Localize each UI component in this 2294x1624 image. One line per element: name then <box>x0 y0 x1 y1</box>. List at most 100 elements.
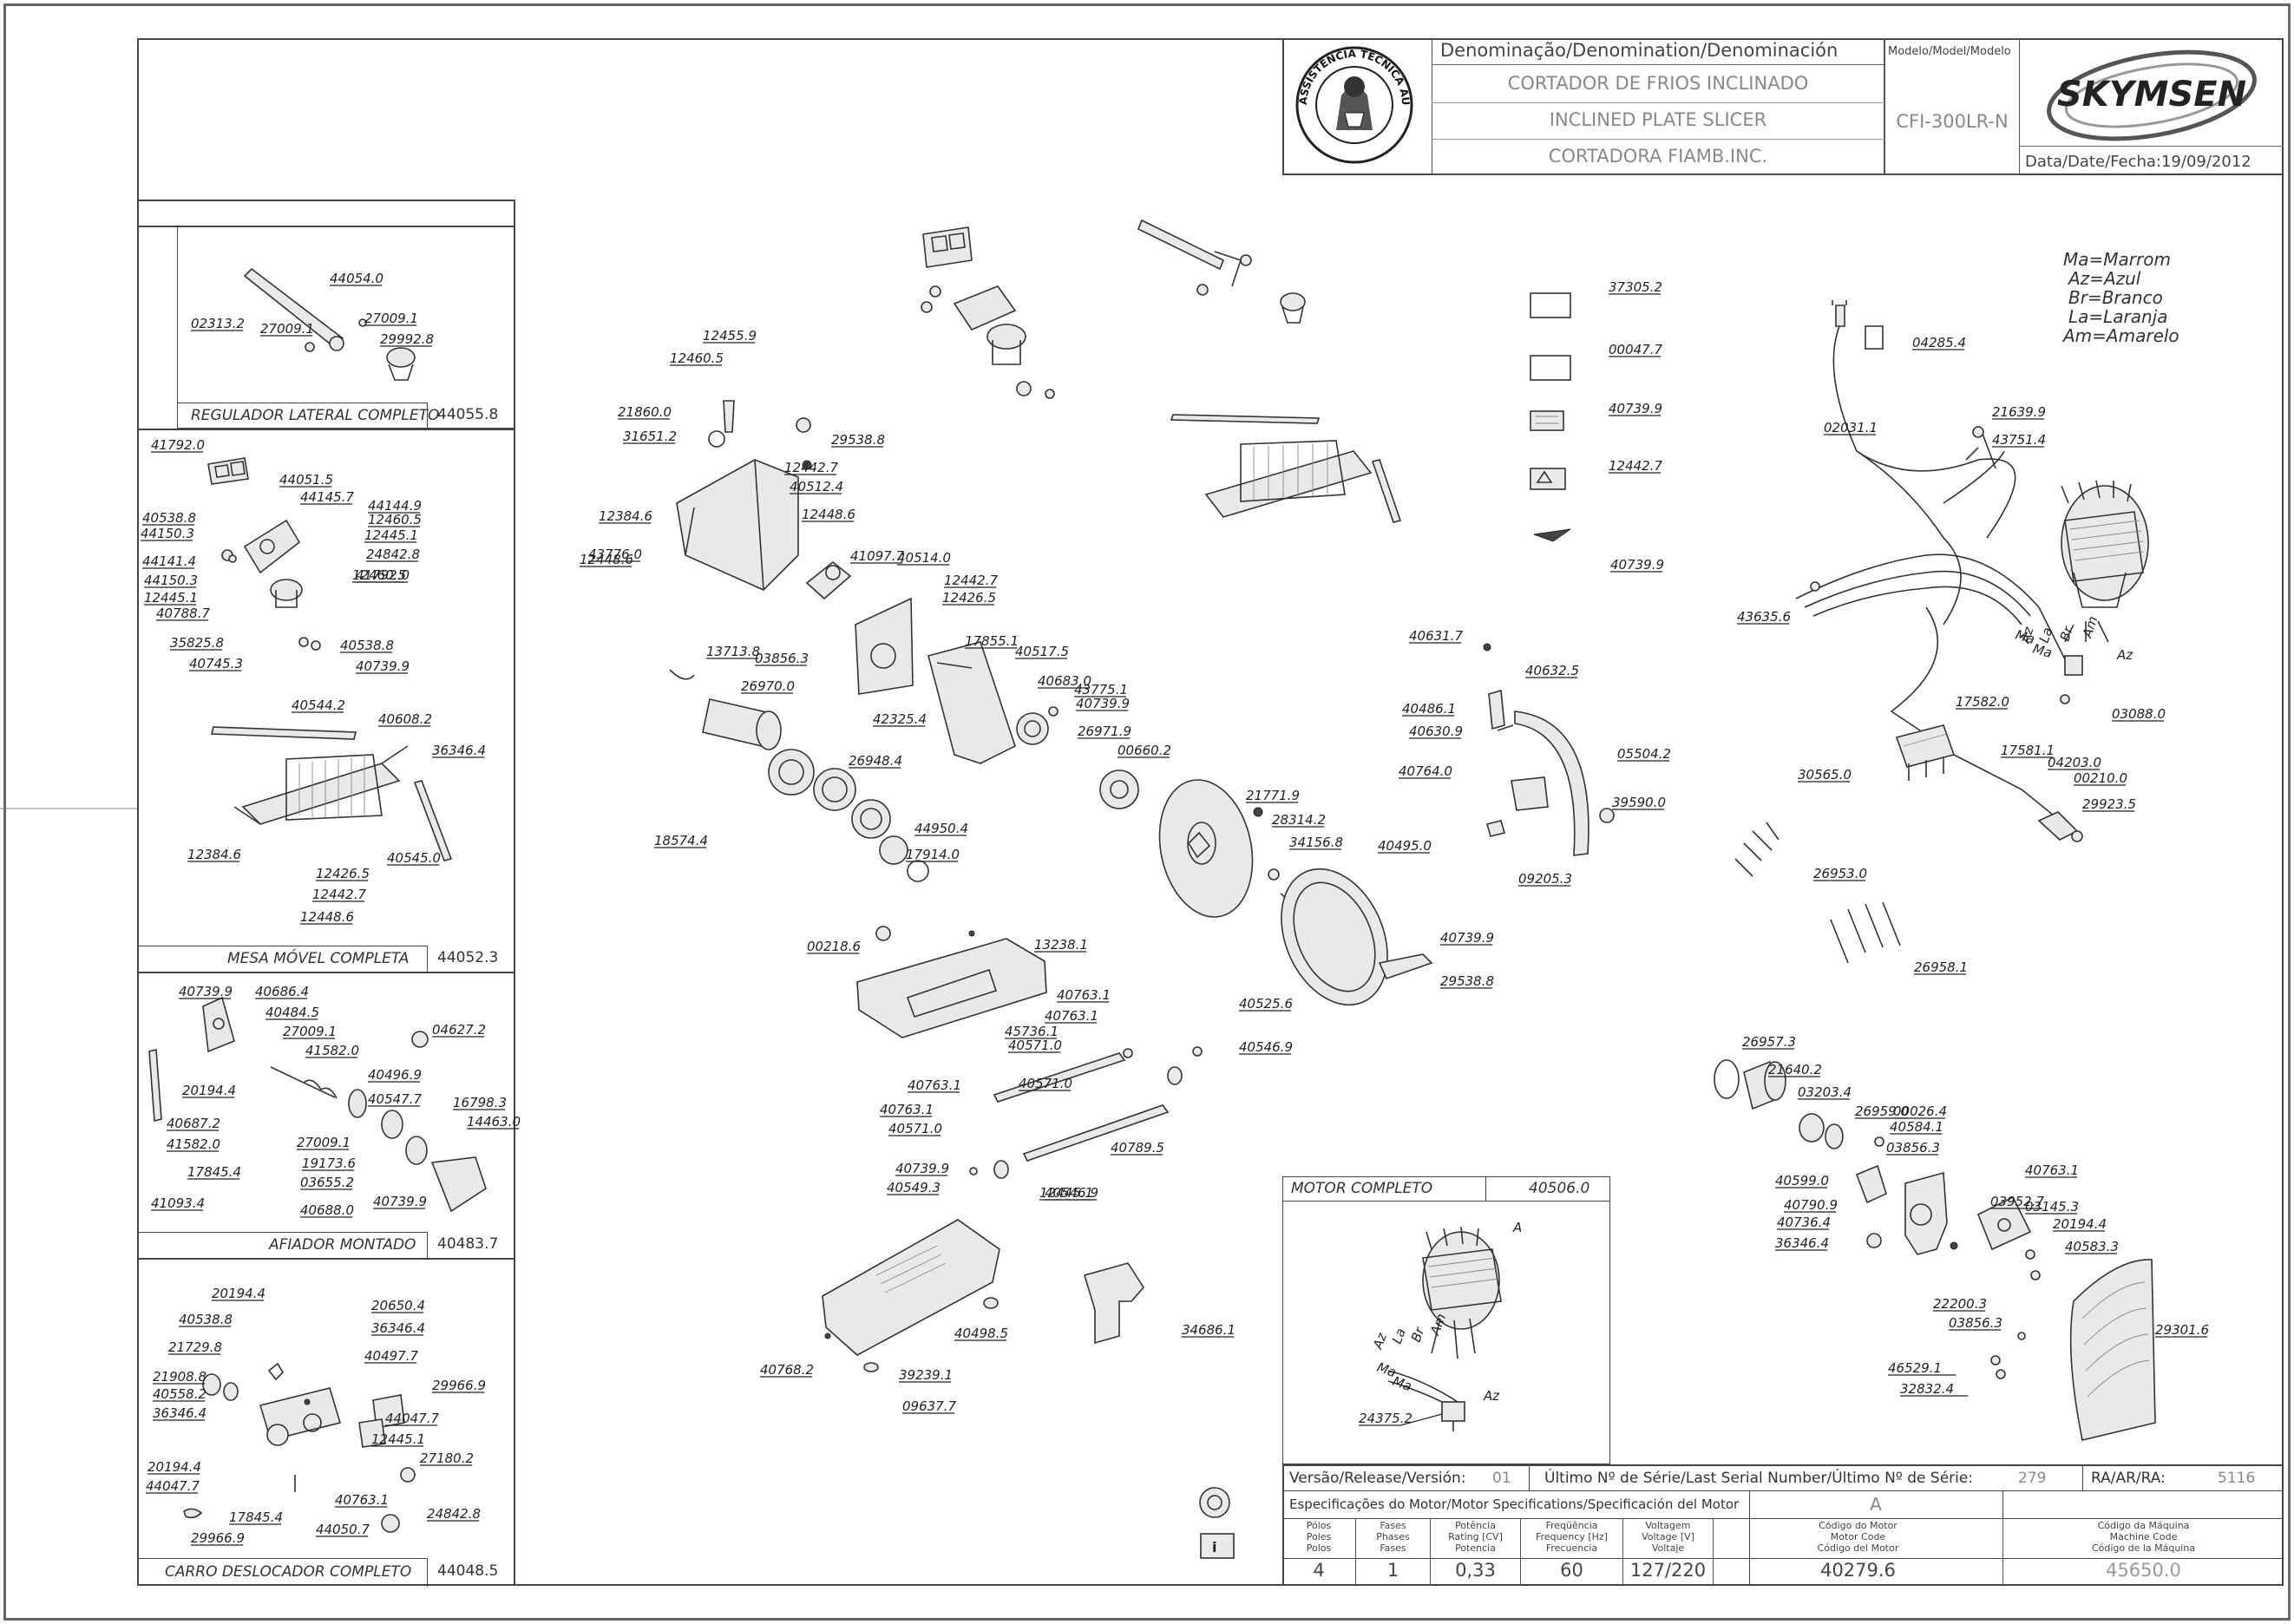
part-number-label: 26971.9 <box>1078 724 1131 739</box>
part-number-label: 00218.6 <box>807 939 861 954</box>
part-number-label: 12442.7 <box>784 460 838 475</box>
part-number-label: 44950.4 <box>914 821 968 836</box>
part-number-label: 40764.0 <box>1399 763 1452 779</box>
part-number-label: 40549.3 <box>887 1180 941 1195</box>
part-number-label: 39239.1 <box>899 1367 953 1383</box>
spec-column-value: 127/220 <box>1629 1560 1707 1581</box>
part-number-label: 40686.4 <box>255 984 309 999</box>
part-number-label: 40763.1 <box>335 1492 389 1508</box>
part-number-label: 40484.5 <box>265 1005 319 1020</box>
part-number-label: 40736.4 <box>1777 1215 1831 1230</box>
part-number-label: 17845.4 <box>229 1509 283 1525</box>
part-number-label: 12384.6 <box>599 508 652 524</box>
carriage-drawing <box>183 1362 416 1533</box>
spec-column-caption: Código de la Máquina <box>2091 1542 2196 1554</box>
part-number-label: 40538.8 <box>340 638 394 653</box>
part-number-label: 36346.4 <box>432 743 486 758</box>
spec-column-value: 45650.0 <box>2106 1560 2181 1581</box>
part-number-label: 04285.4 <box>1912 335 1966 350</box>
part-number-label: 13713.8 <box>706 644 760 659</box>
motor-spec-point: A <box>1870 1494 1882 1515</box>
model-value: CFI-300LR-N <box>1896 111 2009 132</box>
wire-color-label: Az <box>2116 647 2133 663</box>
part-number-label: 40545.0 <box>387 850 441 866</box>
part-number-label: 29538.8 <box>1440 973 1494 989</box>
outer-border <box>3 3 2291 1621</box>
caption-carro: CARRO DESLOCADOR COMPLETO <box>137 1558 428 1587</box>
part-number-label: 40631.7 <box>1409 628 1463 644</box>
part-number-label: 12426.5 <box>316 866 370 881</box>
part-number-label: 09637.7 <box>902 1398 956 1414</box>
main-motor-drawing <box>2061 480 2149 608</box>
part-number-label: 19173.6 <box>302 1156 356 1171</box>
housing-drawing <box>676 400 812 591</box>
part-number-label: 40571.0 <box>1019 1076 1072 1091</box>
part-number-label: 27009.1 <box>364 311 418 326</box>
electrical-drawing <box>1734 300 2149 964</box>
part-number-label: 44050.7 <box>316 1522 370 1537</box>
part-number-label: 40558.2 <box>153 1386 206 1402</box>
part-number-label: 44047.7 <box>385 1411 439 1426</box>
part-number-label: 31651.2 <box>623 429 677 444</box>
wire-color-label: Az <box>2016 624 2036 645</box>
part-number-label: 43776.0 <box>588 547 642 562</box>
part-number-label: 12455.9 <box>703 328 757 344</box>
name-es: CORTADORA FIAMB.INC. <box>1548 146 1768 167</box>
part-number-label: 43635.6 <box>1737 609 1791 625</box>
part-number-label: 12448.6 <box>300 909 354 925</box>
part-number-label: 12445.1 <box>1039 1185 1093 1201</box>
part-number-label: 20194.4 <box>2053 1216 2107 1232</box>
part-number-label: 16798.3 <box>453 1095 507 1110</box>
part-number-label: 40788.7 <box>156 606 210 621</box>
part-number-label: 40512.4 <box>790 479 843 494</box>
part-number-label: 12426.5 <box>942 590 996 606</box>
part-number-label: 26948.4 <box>849 753 902 769</box>
motor-box <box>1282 1176 1610 1464</box>
ra-value: 5116 <box>2218 1470 2256 1487</box>
part-number-label: 40599.0 <box>1775 1173 1829 1189</box>
spec-column-caption: Potência <box>1455 1520 1496 1531</box>
part-number-label: 09205.3 <box>1518 871 1572 887</box>
code-afiador: 40483.7 <box>437 1235 499 1253</box>
part-number-label: 41792.0 <box>151 437 205 453</box>
part-number-label: 05504.2 <box>1617 746 1671 762</box>
wire-color-label: Am <box>2079 614 2101 640</box>
date-label: Data/Date/Fecha:19/09/2012 <box>2025 153 2251 171</box>
caption-mesa: MESA MÓVEL COMPLETA <box>137 946 428 972</box>
part-number-label: 40525.6 <box>1239 996 1293 1012</box>
part-number-label: 03145.3 <box>2025 1199 2079 1215</box>
part-number-label: 36346.4 <box>371 1320 425 1336</box>
part-number-label: 12442.7 <box>944 573 998 588</box>
part-number-label: 35825.8 <box>170 635 224 651</box>
part-number-label: 40763.1 <box>908 1077 961 1093</box>
part-number-label: 29966.9 <box>191 1530 245 1546</box>
part-number-label: 03856.3 <box>755 651 809 666</box>
part-number-label: 41097.7 <box>850 548 904 564</box>
wire-color-label: La <box>2036 625 2056 645</box>
part-number-label: 12448.6 <box>802 507 855 522</box>
svg-text:i: i <box>1212 1539 1216 1555</box>
wire-color-label: Ma <box>2031 641 2054 661</box>
part-number-label: 12445.1 <box>364 527 418 543</box>
part-number-label: 42325.4 <box>873 711 927 727</box>
part-number-label: 43775.1 <box>1074 682 1128 697</box>
part-number-label: 12460.5 <box>670 350 724 366</box>
part-number-label: 21860.0 <box>618 404 672 420</box>
part-number-label: 03655.2 <box>300 1175 354 1190</box>
part-number-label: 02313.2 <box>191 316 245 331</box>
guard-drawing <box>1483 643 1615 856</box>
part-number-label: 17855.1 <box>965 633 1019 649</box>
part-number-label: 40763.1 <box>1057 987 1111 1003</box>
part-number-label: 40495.0 <box>1378 838 1432 854</box>
part-number-label: 00026.4 <box>1893 1103 1947 1119</box>
part-number-label: 24842.8 <box>427 1506 481 1522</box>
part-number-label: 44144.9 <box>368 498 422 514</box>
name-en: INCLINED PLATE SLICER <box>1549 109 1767 130</box>
motor-detail-drawing: Az La Br Am Ma Ma Az A 24375.2 <box>1359 1220 1522 1431</box>
part-number-label: 12448.6 <box>580 552 633 567</box>
knob-and-manual-drawing: i <box>1199 1487 1235 1559</box>
serial-value: 279 <box>2018 1470 2047 1487</box>
spec-column-value: 4 <box>1313 1560 1325 1581</box>
